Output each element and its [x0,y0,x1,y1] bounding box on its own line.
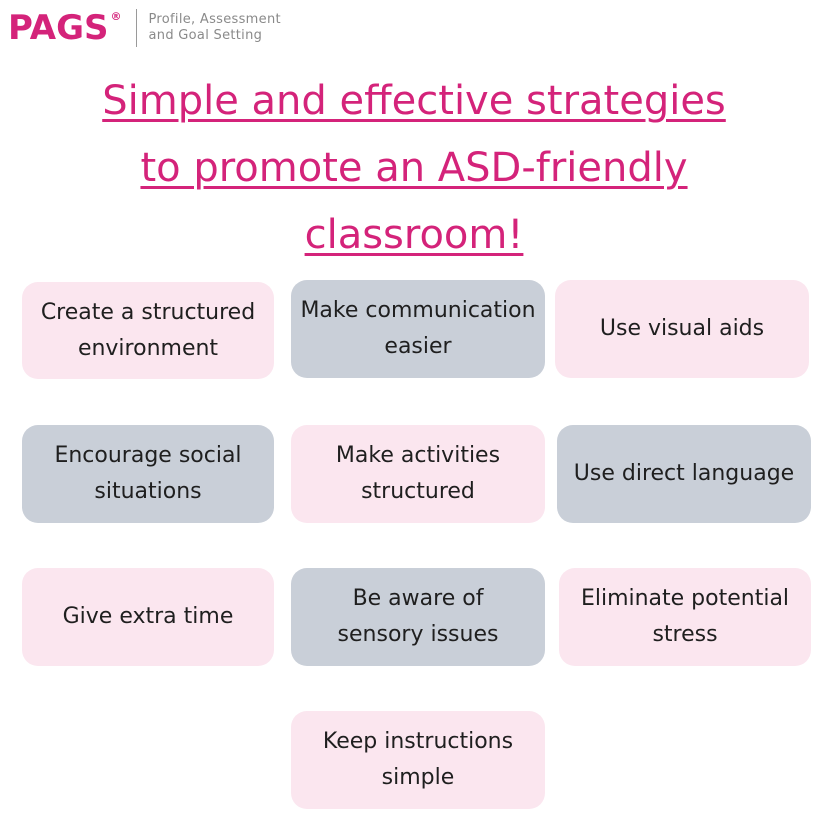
page-title-line2: to promote an ASD-friendly [140,145,688,191]
strategy-card-structured-activities: Make activities structured [291,425,545,523]
brand-divider [135,9,137,47]
strategy-card-text-line2: easier [384,334,452,359]
strategy-card-text-line1: Use direct language [573,461,795,486]
strategy-card-communication: Make communication easier [291,280,545,378]
page-title-line3: classroom! [304,212,524,258]
strategy-card-text-line2: structured [361,479,475,504]
strategy-card-text-line1: Give extra time [62,604,234,629]
strategy-card-text-line1: Eliminate potential [580,586,790,611]
strategy-card-social-situations: Encourage social situations [22,425,274,523]
strategy-card-text-line1: Be aware of [352,586,484,611]
page-title-line1: Simple and effective strategies [102,78,726,124]
strategy-card-text-line2: stress [652,622,718,647]
strategy-card-text-line2: simple [381,765,455,790]
registered-mark: ® [110,10,122,23]
strategy-card-sensory-issues: Be aware of sensory issues [291,568,545,666]
brand-tagline-line1: Profile, Assessment [148,12,281,27]
strategy-card-text-line2: environment [77,335,219,361]
strategy-card-text-line1: Encourage social [54,443,242,468]
strategy-card-text-line1: Create a structured [40,299,256,325]
strategy-card-text-line1: Make communication [300,298,536,323]
brand-tagline: Profile, Assessment and Goal Setting [149,12,281,44]
strategy-card-direct-language: Use direct language [557,425,811,523]
strategy-card-simple-instructions: Keep instructions simple [291,711,545,809]
strategy-card-extra-time: Give extra time [22,568,274,666]
strategy-card-text-line1: Make activities [335,443,501,468]
strategy-card-visual-aids: Use visual aids [555,280,809,378]
strategy-card-structured-environment: Create a structured environment [22,282,274,379]
strategy-card-text-line2: situations [94,479,202,504]
brand-tagline-line2: and Goal Setting [148,28,263,43]
page-title: Simple and effective strategies to promo… [0,68,828,269]
strategy-card-text-line1: Keep instructions [322,729,514,754]
strategy-card-text-line1: Use visual aids [599,316,765,341]
brand-logo: PAGS [8,8,109,48]
strategy-card-text-line2: sensory issues [337,622,499,647]
brand-header: PAGS ® Profile, Assessment and Goal Sett… [8,6,281,50]
strategy-card-eliminate-stress: Eliminate potential stress [559,568,811,666]
